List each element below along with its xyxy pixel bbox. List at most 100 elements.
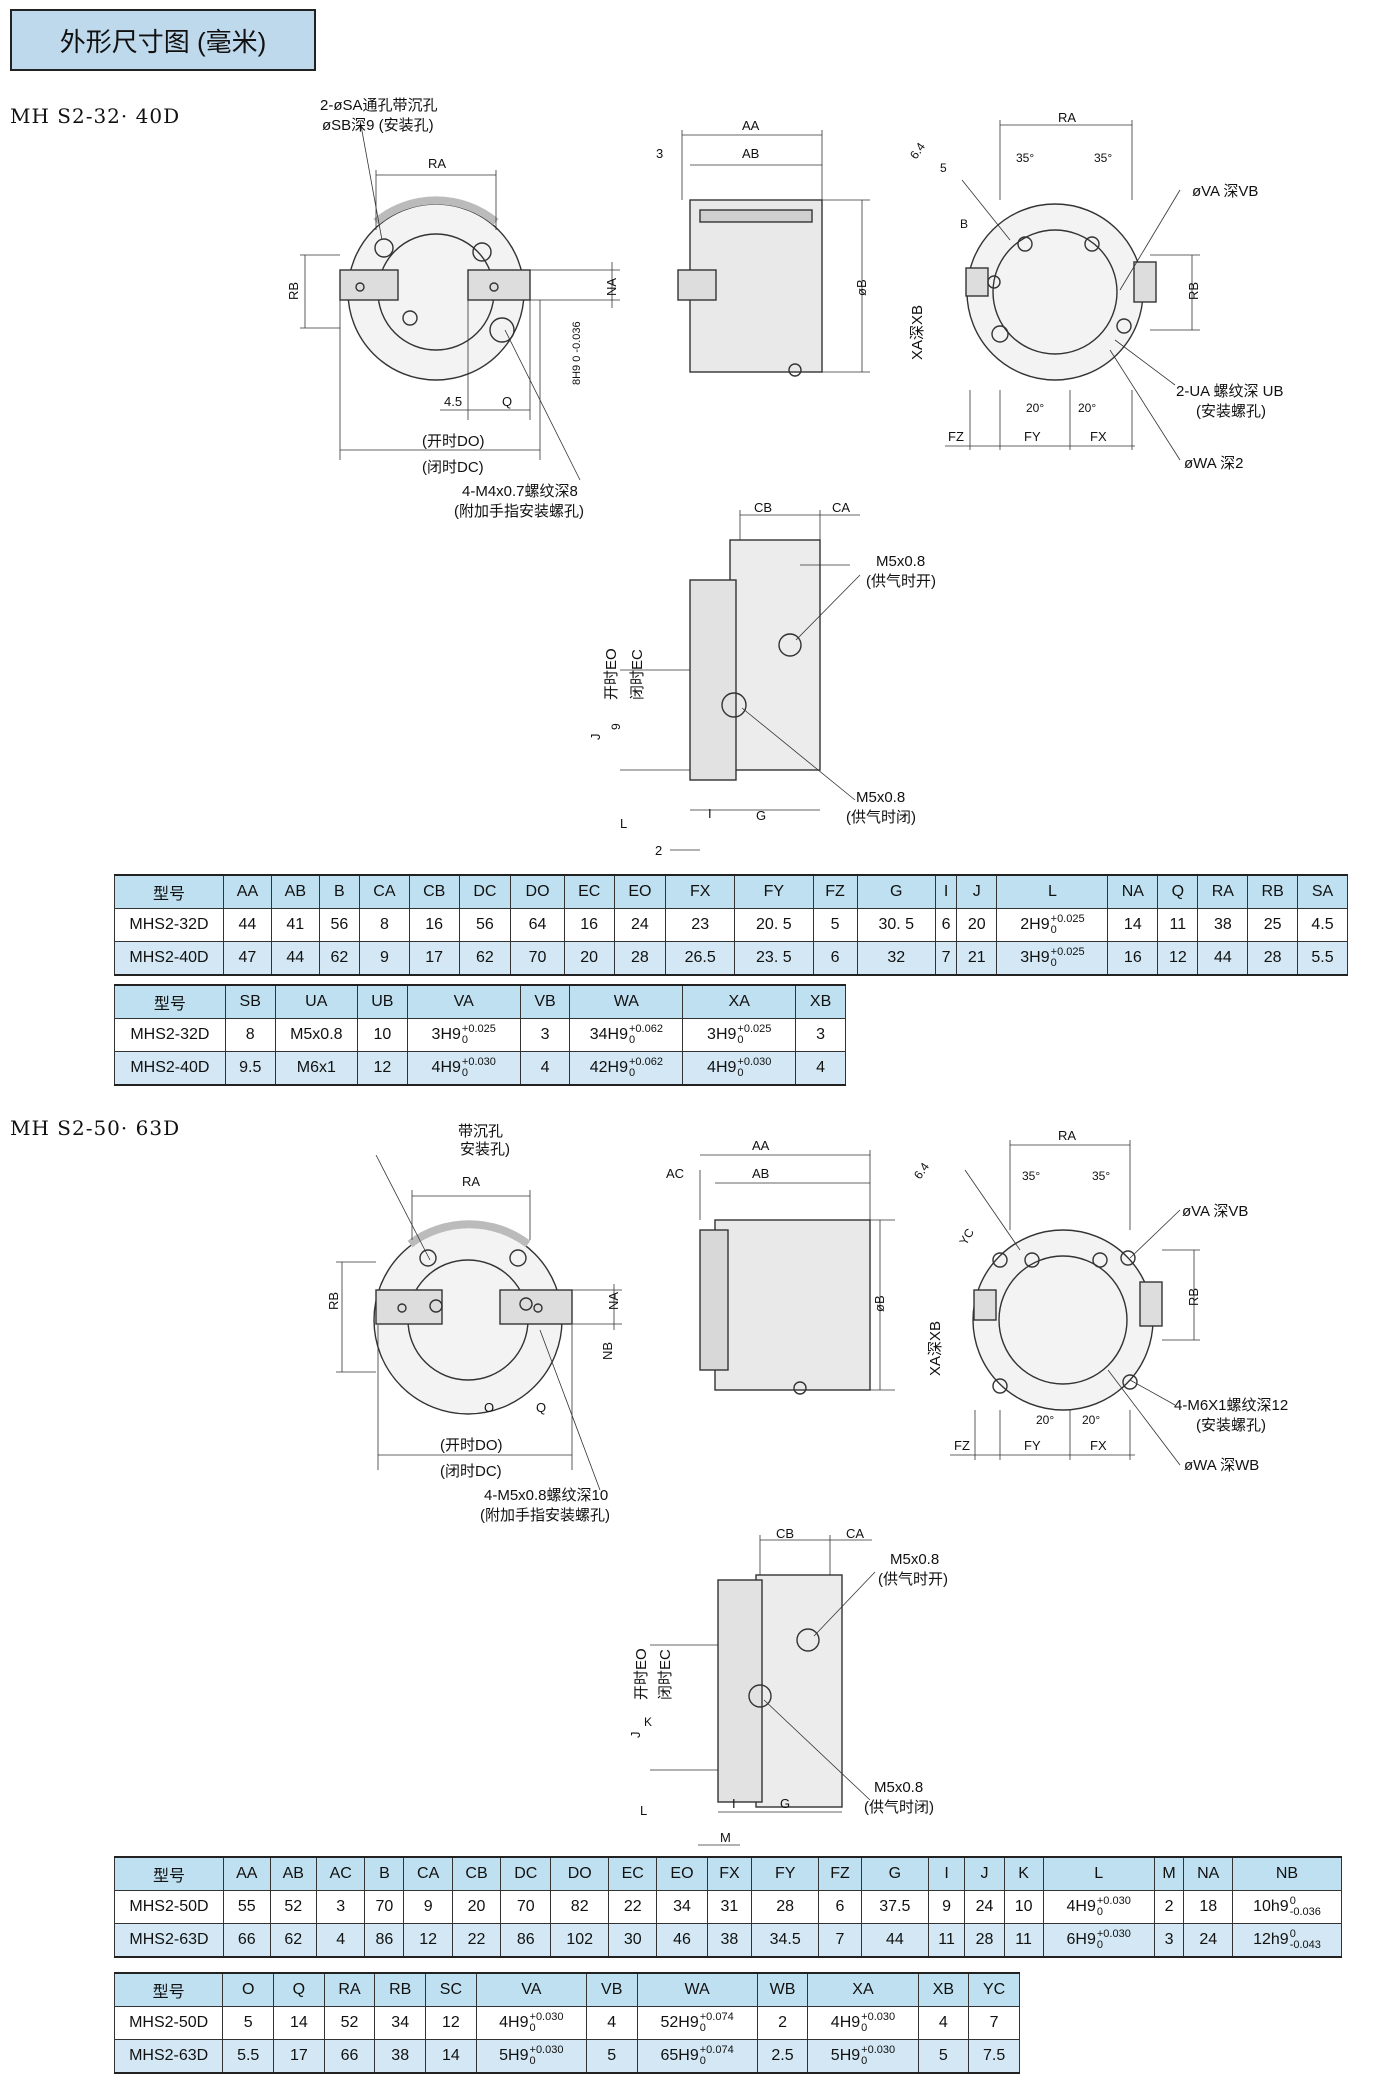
tol-lower: 0 bbox=[629, 1034, 636, 1046]
dim-8h9: 8H9 0 -0.036 bbox=[571, 321, 583, 385]
table-row: MHS2-40D 47 44 62 9 17 62 70 20 28 26.5 … bbox=[114, 941, 1348, 976]
table-header: RB bbox=[374, 1972, 427, 2007]
dim-dc: (闭时DC) bbox=[422, 459, 484, 476]
table-header: AC bbox=[315, 1856, 366, 1891]
table-cell: 28 bbox=[613, 941, 667, 976]
table-cell: 10 bbox=[356, 1018, 408, 1052]
table-cell: 66 bbox=[223, 1923, 271, 1958]
table-cell: 2 bbox=[756, 2006, 809, 2040]
callout-sa-2: 带沉孔 bbox=[458, 1123, 503, 1140]
tol-lower: 0 bbox=[461, 1034, 469, 1046]
table-header: G bbox=[860, 1856, 929, 1891]
dim-rb-top-2: RB bbox=[1186, 1288, 1201, 1306]
tol-lower: 0 bbox=[1050, 957, 1057, 969]
front-view-50-63 bbox=[336, 1154, 622, 1491]
dim-g: G bbox=[756, 808, 766, 823]
table-header: RB bbox=[1247, 874, 1299, 909]
table-cell: 9 bbox=[403, 1890, 453, 1924]
table-cell: 9.5 bbox=[224, 1051, 276, 1086]
tol-upper: +0.025 bbox=[1050, 946, 1085, 958]
callout-m4: 4-M4x0.7螺纹深8 bbox=[462, 483, 578, 500]
tol-base: 3H9 bbox=[707, 1026, 737, 1044]
table-cell: 20 bbox=[956, 908, 998, 942]
table-cell: 70 bbox=[510, 941, 565, 976]
table-cell: 14 bbox=[273, 2006, 325, 2040]
table-cell: 38 bbox=[374, 2039, 427, 2074]
table-cell: 14 bbox=[1107, 908, 1159, 942]
table-header: SC bbox=[425, 1972, 477, 2007]
model-cell: MHS2-63D bbox=[113, 2039, 224, 2074]
table-cell: 4 bbox=[795, 1051, 846, 1086]
dim-yc-2: YC bbox=[956, 1226, 977, 1248]
table-header: WB bbox=[756, 1972, 809, 2007]
tol-base: 4H9 bbox=[707, 1059, 737, 1077]
table-cell: 12 bbox=[356, 1051, 408, 1086]
dim-fx: FX bbox=[1090, 429, 1107, 444]
table-cell: 7 bbox=[968, 2006, 1020, 2040]
table-header: RA bbox=[1197, 874, 1249, 909]
dim-fy-2: FY bbox=[1024, 1438, 1041, 1453]
table-header: FY bbox=[751, 1856, 820, 1891]
callout-va-2: øVA 深VB bbox=[1182, 1203, 1248, 1220]
dim-ca: CA bbox=[832, 500, 850, 515]
table-cell: 3 bbox=[795, 1018, 846, 1052]
series-label-50-63: MH S2-50· 63D bbox=[10, 1116, 181, 1140]
table-cell: 21 bbox=[956, 941, 998, 976]
table-header: FZ bbox=[818, 1856, 862, 1891]
table-header: J bbox=[956, 874, 998, 909]
tol-base: 6H9 bbox=[1066, 1931, 1096, 1949]
table-header: M bbox=[1153, 1856, 1185, 1891]
table-cell: 56 bbox=[318, 908, 361, 942]
table-header: Q bbox=[273, 1972, 325, 2007]
table-header-row: 型号 SB UA UB VA VB WA XA XB bbox=[114, 984, 846, 1019]
table-cell: 3 bbox=[315, 1890, 366, 1924]
table-header: B bbox=[364, 1856, 405, 1891]
table-cell: 17 bbox=[273, 2039, 325, 2074]
dim-fy: FY bbox=[1024, 429, 1041, 444]
table-cell: 86 bbox=[364, 1923, 405, 1958]
table-header: RA bbox=[323, 1972, 376, 2007]
table-cell: 2 bbox=[1153, 1890, 1185, 1924]
table-cell: 4 bbox=[315, 1923, 366, 1958]
callout-sb-2: 安装孔) bbox=[460, 1141, 510, 1158]
table-header: NB bbox=[1232, 1856, 1342, 1891]
spec-table-2: 型号 SB UA UB VA VB WA XA XB MHS2-32D 8 M5… bbox=[114, 984, 846, 1086]
dim-g-2: G bbox=[780, 1796, 790, 1811]
table-cell: 86 bbox=[500, 1923, 552, 1958]
model-cell: MHS2-50D bbox=[113, 2006, 224, 2040]
table-header: AA bbox=[223, 874, 272, 909]
model-cell: MHS2-50D bbox=[114, 1890, 224, 1924]
table-header: FX bbox=[706, 1856, 753, 1891]
dim-aa-side-2: AA bbox=[752, 1138, 770, 1153]
callout-sa: 2-øSA通孔带沉孔 bbox=[320, 97, 438, 114]
table-cell: 17 bbox=[408, 941, 460, 976]
tol-upper: 0 bbox=[1289, 1895, 1296, 1907]
dim-35a: 35° bbox=[1016, 151, 1034, 165]
table-cell: 56 bbox=[458, 908, 512, 942]
table-header: AB bbox=[269, 1856, 317, 1891]
front-view-32-40 bbox=[300, 119, 620, 481]
dim-4-5: 4.5 bbox=[444, 394, 462, 409]
top-view-50-63 bbox=[950, 1140, 1200, 1466]
tol-lower: 0 bbox=[529, 2055, 536, 2067]
dim-k-2: K bbox=[644, 1715, 652, 1729]
table-cell: 41 bbox=[270, 908, 320, 942]
dim-ab-side-2: AB bbox=[752, 1166, 769, 1181]
callout-xa: XA深XB bbox=[909, 305, 926, 360]
table-row: MHS2-32D 44 41 56 8 16 56 64 16 24 23 20… bbox=[114, 908, 1348, 942]
callout-m5-open-sub-2: (供气时开) bbox=[878, 1571, 948, 1588]
table-cell: 31 bbox=[706, 1890, 753, 1924]
table-header: AB bbox=[270, 874, 320, 909]
table-header: DC bbox=[458, 874, 512, 909]
dim-rb-front: RB bbox=[286, 282, 301, 300]
dim-ra-front-2: RA bbox=[462, 1174, 480, 1189]
table-cell: 9 bbox=[927, 1890, 966, 1924]
